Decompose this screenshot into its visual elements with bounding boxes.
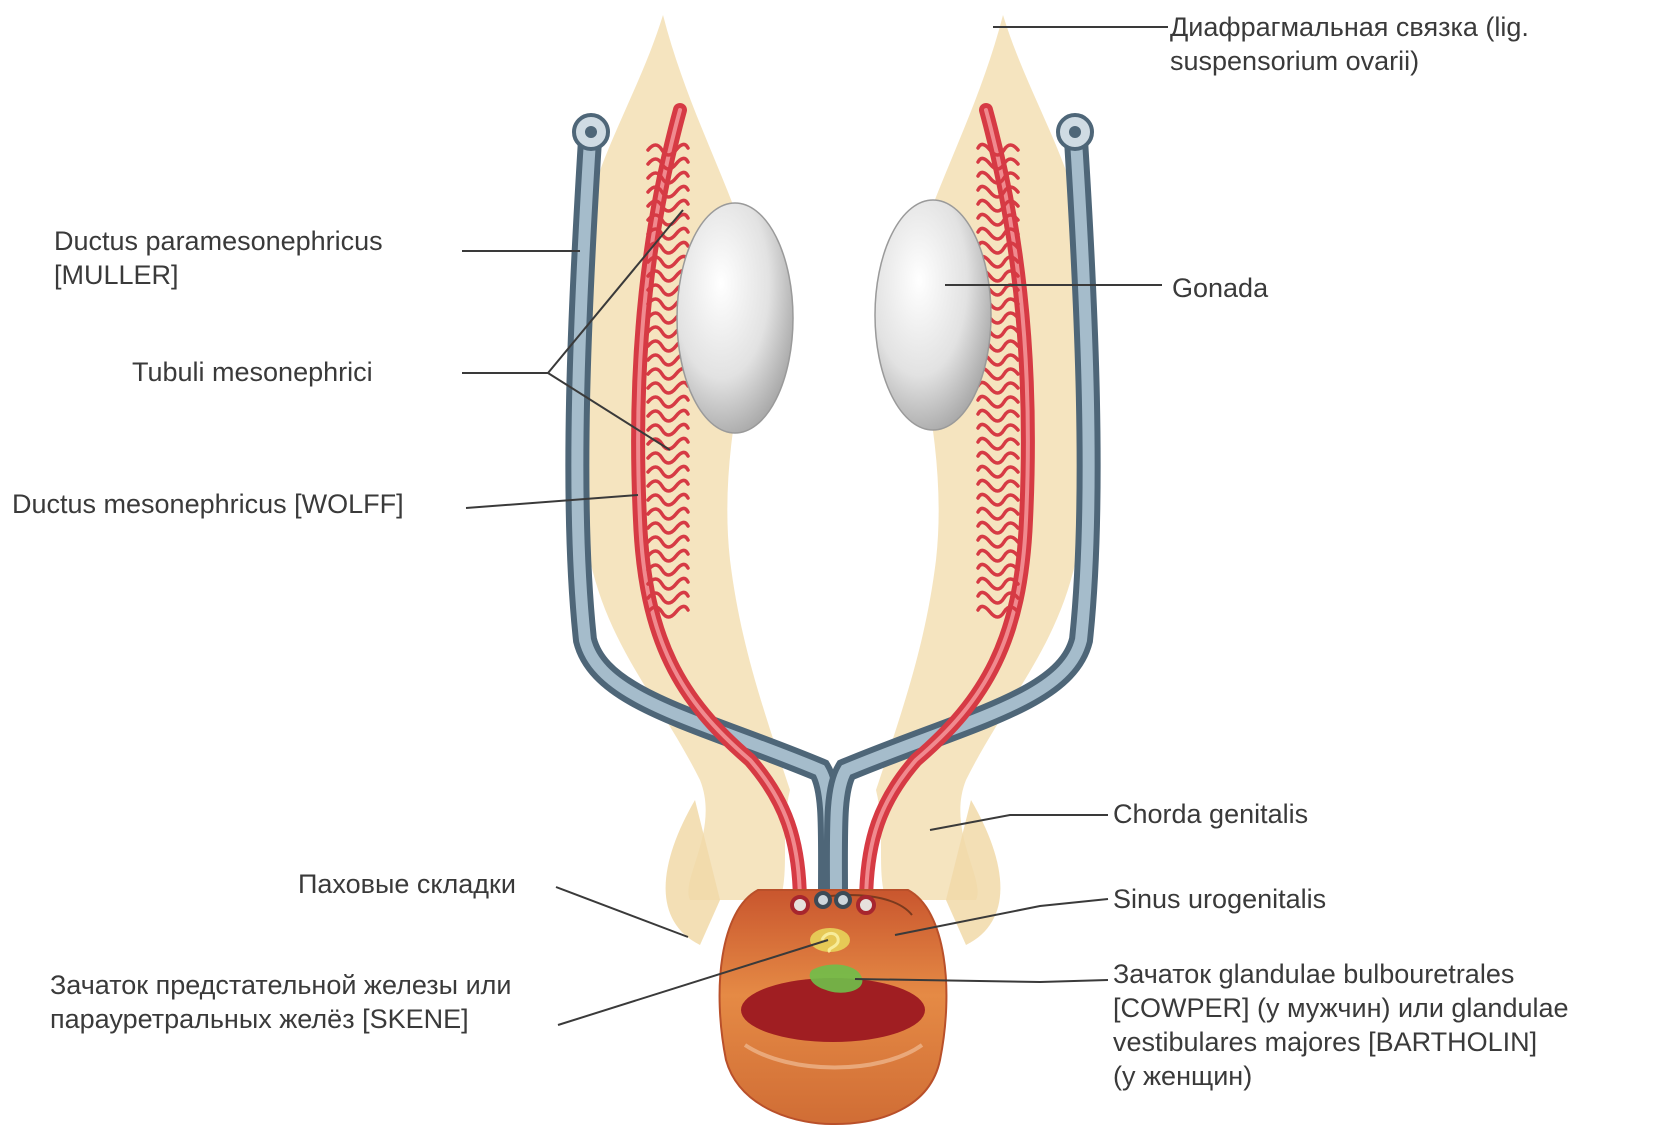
label-tubuli-mesonephrici: Tubuli mesonephrici: [132, 355, 373, 389]
gonad-right: [875, 200, 991, 430]
fimbria-right: [1058, 115, 1092, 149]
label-diaphragm-ligament: Диафрагмальная связка (lig. suspensorium…: [1170, 10, 1529, 78]
urogenital-sinus: [720, 890, 947, 1124]
gonad-left: [677, 203, 793, 433]
label-gonada: Gonada: [1172, 271, 1268, 305]
label-bulbourethral-anlage: Зачаток glandulae bulbouretrales [COWPER…: [1113, 957, 1569, 1093]
label-sinus-urogenitalis: Sinus urogenitalis: [1113, 882, 1326, 916]
label-prostate-anlage: Зачаток предстательной железы или параур…: [50, 968, 512, 1036]
prostate-bud: [810, 928, 850, 952]
label-chorda-genitalis: Chorda genitalis: [1113, 797, 1308, 831]
label-ductus-paramesonephricus: Ductus paramesonephricus [MULLER]: [54, 224, 383, 292]
label-pakhovye-skladki: Паховые складки: [298, 867, 516, 901]
label-ductus-mesonephricus: Ductus mesonephricus [WOLFF]: [12, 487, 404, 521]
fimbria-left: [574, 115, 608, 149]
